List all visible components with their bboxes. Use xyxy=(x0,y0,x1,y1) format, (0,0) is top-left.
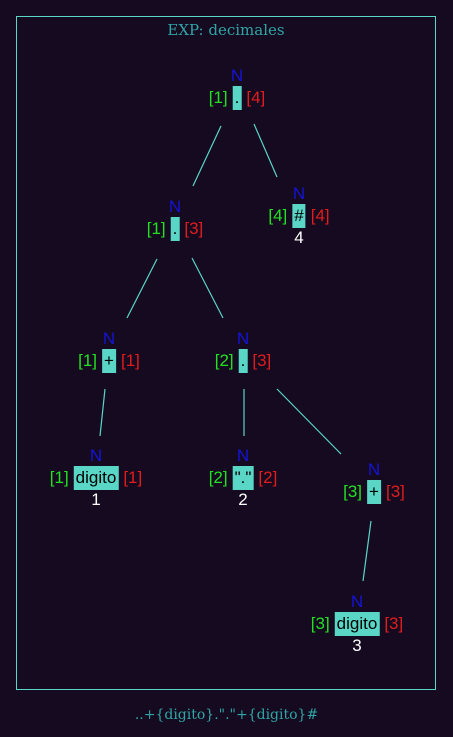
node-label: N xyxy=(292,184,306,203)
node-label: N xyxy=(230,66,244,85)
lastpos-set: [1] xyxy=(120,351,140,370)
node-row: [1].[3] xyxy=(146,217,204,241)
lastpos-set: [3] xyxy=(184,219,204,238)
node-symbol: + xyxy=(102,349,116,373)
node-label: N xyxy=(89,446,103,465)
leaf-position: 2 xyxy=(238,490,248,509)
node-symbol: # xyxy=(292,204,306,228)
lastpos-set: [2] xyxy=(258,468,278,487)
leaf-position: 1 xyxy=(91,490,101,509)
node-row: [1].[4] xyxy=(208,86,266,110)
node-row: [2]"."[2] xyxy=(208,466,278,490)
leaf-position: 4 xyxy=(294,228,304,247)
tree-node-n_root_cat: N[1].[4] xyxy=(208,66,266,110)
tree-node-n_dot_lit: N[2]"."[2]2 xyxy=(209,446,278,510)
node-row: [3]digito[3] xyxy=(311,612,403,636)
tree-node-n_plus_3: N[3]+[3] xyxy=(343,460,405,504)
node-symbol: "." xyxy=(232,466,254,490)
tree-node-n_digito_1: N[1]digito[1]1 xyxy=(50,446,142,510)
tree-edge-n_root_cat-to-n_cat_left xyxy=(192,125,222,187)
node-row: [1]digito[1] xyxy=(50,466,142,490)
node-label: N xyxy=(168,197,182,216)
node-symbol: . xyxy=(170,217,180,241)
node-label: N xyxy=(367,460,381,479)
firstpos-set: [4] xyxy=(268,206,288,225)
tree-node-n_end_hash: N[4]#[4]4 xyxy=(268,184,329,248)
tree-node-n_cat_left: N[1].[3] xyxy=(146,197,204,241)
node-symbol: . xyxy=(232,86,242,110)
node-symbol: digito xyxy=(334,612,380,636)
tree-node-n_digito_3: N[3]digito[3]3 xyxy=(311,592,403,656)
tree-edge-n_cat_left-to-n_cat_inner xyxy=(191,257,224,319)
lastpos-set: [4] xyxy=(246,88,266,107)
node-label: N xyxy=(350,592,364,611)
node-row: [2].[3] xyxy=(214,349,272,373)
node-symbol: + xyxy=(367,480,381,504)
lastpos-set: [4] xyxy=(310,206,330,225)
tree-edge-n_plus_1-to-n_digito_1 xyxy=(99,388,106,437)
tree-edge-n_cat_inner-to-n_plus_3 xyxy=(276,388,342,455)
lastpos-set: [3] xyxy=(252,351,272,370)
node-label: N xyxy=(236,446,250,465)
tree-node-n_cat_inner: N[2].[3] xyxy=(214,329,272,373)
node-row: [1]+[1] xyxy=(78,349,140,373)
diagram-title: EXP: decimales xyxy=(167,21,285,39)
node-label: N xyxy=(236,329,250,348)
firstpos-set: [1] xyxy=(208,88,228,107)
lastpos-set: [3] xyxy=(384,614,404,633)
tree-edge-n_cat_left-to-n_plus_1 xyxy=(126,258,158,319)
diagram-frame xyxy=(16,16,436,690)
tree-node-n_plus_1: N[1]+[1] xyxy=(78,329,140,373)
lastpos-set: [3] xyxy=(385,482,405,501)
tree-edge-n_root_cat-to-n_end_hash xyxy=(253,123,278,178)
firstpos-set: [2] xyxy=(214,351,234,370)
node-row: [4]#[4] xyxy=(268,204,330,228)
firstpos-set: [1] xyxy=(146,219,166,238)
firstpos-set: [3] xyxy=(310,614,330,633)
regex-caption: ..+{digito}."."+{digito}# xyxy=(134,707,319,723)
node-row: [3]+[3] xyxy=(343,480,405,504)
firstpos-set: [3] xyxy=(343,482,363,501)
node-label: N xyxy=(102,329,116,348)
firstpos-set: [2] xyxy=(208,468,228,487)
node-symbol: digito xyxy=(73,466,119,490)
firstpos-set: [1] xyxy=(49,468,69,487)
firstpos-set: [1] xyxy=(78,351,98,370)
lastpos-set: [1] xyxy=(123,468,143,487)
tree-edge-n_plus_3-to-n_digito_3 xyxy=(362,520,372,582)
leaf-position: 3 xyxy=(352,636,362,655)
node-symbol: . xyxy=(238,349,248,373)
